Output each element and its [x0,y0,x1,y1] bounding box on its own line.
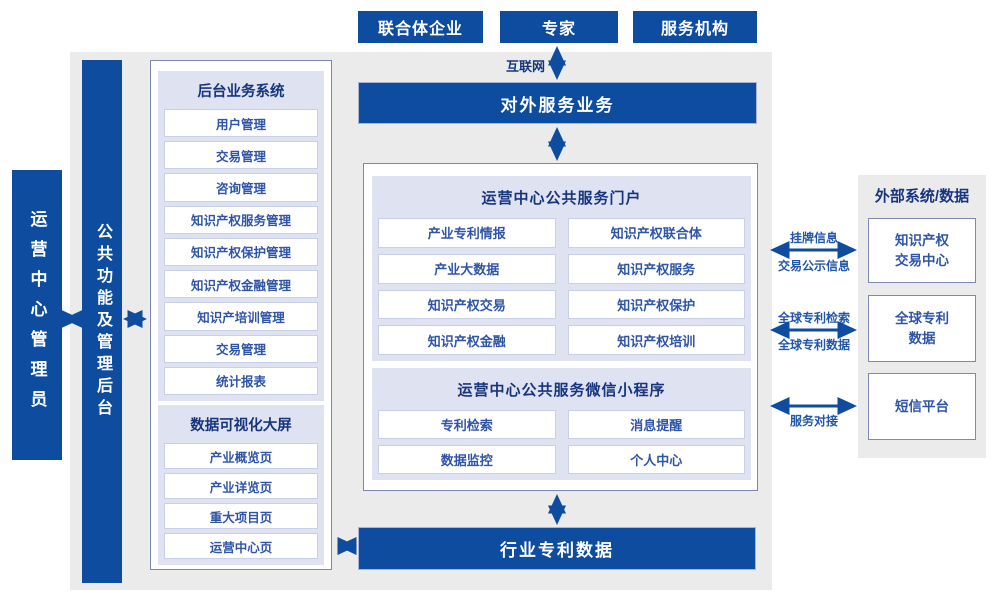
external-systems-title: 外部系统/数据 [874,188,970,205]
mini-program-items-grid: 专利检索 消息提醒 数据监控 个人中心 [378,410,745,474]
screen-item-ops-center-page: 运营中心页 [164,533,318,559]
wechat-mini-program-section: 运营中心公共服务微信小程序 专利检索 消息提醒 数据监控 个人中心 [372,368,751,480]
portal-item-ip-consortium: 知识产权联合体 [567,218,745,248]
portal-item-industry-big-data: 产业大数据 [378,253,556,284]
actor-experts: 专家 [500,11,618,43]
flow-label-listing-info: 挂牌信息 [789,231,838,245]
internet-label: 互联网 [505,59,545,74]
actor-service-organizations: 服务机构 [633,11,757,43]
backend-item-ip-protection-management: 知识产权保护管理 [164,237,318,267]
screen-item-industry-detail-page: 产业详览页 [164,473,318,499]
portal-item-ip-trading: 知识产权交易 [378,289,556,320]
mini-item-data-monitoring: 数据监控 [378,445,556,474]
portal-item-ip-training: 知识产权培训 [567,325,745,355]
external-service-business-bar: 对外服务业务 [358,82,757,124]
flow-label-global-patent-search: 全球专利检索 [777,311,850,325]
public-functions-admin-backend-bar: 公共功能及管理后台 [82,60,122,583]
portal-title: 运营中心公共服务门户 [481,190,642,207]
industry-patent-data-bar: 行业专利数据 [358,527,756,570]
backend-business-system-section: 后台业务系统 用户管理 交易管理 咨询管理 知识产权服务管理 知识产权保护管理 … [158,71,324,401]
external-ip-trading-center-box: 知识产权 交易中心 [868,218,976,283]
external-global-patent-data-box: 全球专利 数据 [868,295,976,362]
mini-item-personal-center: 个人中心 [567,445,745,474]
backend-item-ip-service-management: 知识产权服务管理 [164,205,318,234]
backend-item-transaction-management: 交易管理 [164,141,318,170]
external-systems-group: 外部系统/数据 知识产权 交易中心 全球专利 数据 短信平台 [858,175,986,458]
portal-item-ip-finance: 知识产权金融 [378,325,556,355]
backend-item-user-management: 用户管理 [164,109,318,138]
portal-items-grid: 产业专利情报 知识产权联合体 产业大数据 知识产权服务 知识产权交易 知识产权保… [378,218,745,355]
public-service-portal-section: 运营中心公共服务门户 产业专利情报 知识产权联合体 产业大数据 知识产权服务 知… [372,176,751,361]
mini-item-message-reminder: 消息提醒 [567,410,745,439]
backend-item-transaction-management-2: 交易管理 [164,334,318,363]
left-systems-container: 后台业务系统 用户管理 交易管理 咨询管理 知识产权服务管理 知识产权保护管理 … [150,60,332,570]
screen-item-major-projects-page: 重大项目页 [164,503,318,529]
mini-program-title: 运营中心公共服务微信小程序 [457,382,666,399]
flow-label-global-patent-data: 全球专利数据 [777,338,850,352]
backend-item-ip-training-management: 知识产培训管理 [164,302,318,331]
flow-label-service-connection: 服务对接 [789,414,838,428]
portal-item-ip-protection: 知识产权保护 [567,289,745,320]
backend-system-title: 后台业务系统 [197,84,285,100]
portal-item-industry-patent-intelligence: 产业专利情报 [378,218,556,248]
screen-item-industry-overview-page: 产业概览页 [164,443,318,469]
backend-item-statistical-reports: 统计报表 [164,366,318,395]
backend-item-ip-finance-management: 知识产权金融管理 [164,270,318,299]
data-visualization-screen-section: 数据可视化大屏 产业概览页 产业详览页 重大项目页 运营中心页 [158,405,324,565]
actor-consortium-enterprises: 联合体企业 [358,11,483,43]
flow-label-transaction-publicity: 交易公示信息 [777,259,850,273]
center-services-container: 运营中心公共服务门户 产业专利情报 知识产权联合体 产业大数据 知识产权服务 知… [363,163,758,491]
external-sms-platform-box: 短信平台 [868,373,976,440]
data-screen-title: 数据可视化大屏 [190,418,292,434]
backend-item-consultation-management: 咨询管理 [164,173,318,202]
portal-item-ip-services: 知识产权服务 [567,253,745,284]
ops-center-admin-box: 运营中心管理员 [12,170,62,460]
mini-item-patent-search: 专利检索 [378,410,556,439]
